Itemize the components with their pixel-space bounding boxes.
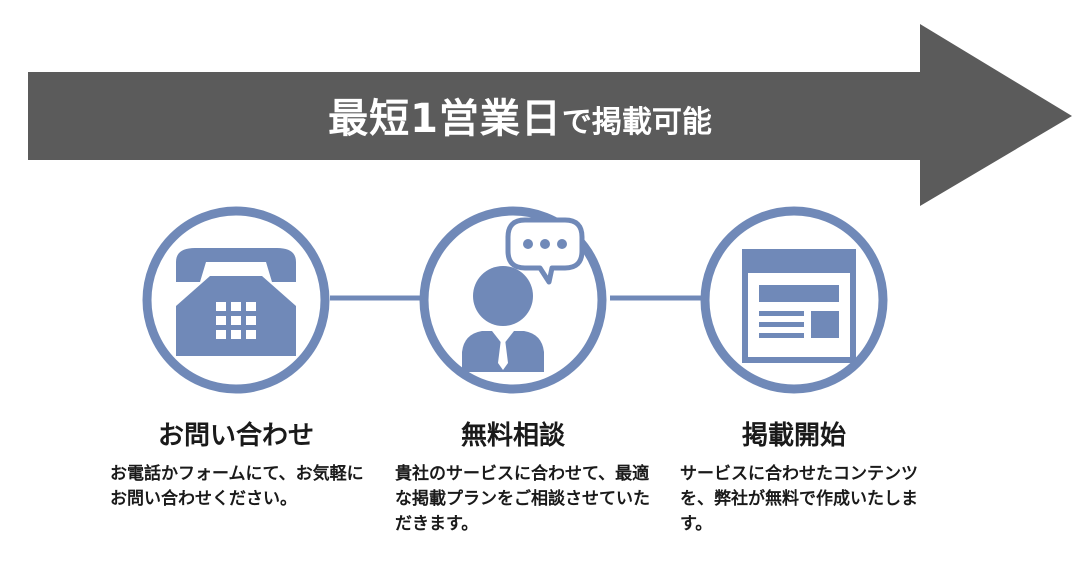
consultant-step-circle bbox=[419, 206, 607, 394]
webpage-icon bbox=[742, 249, 856, 363]
step-description-inquiry: お電話かフォームにて、お気軽にお問い合わせください。 bbox=[110, 464, 364, 509]
step-title-inquiry: お問い合わせ bbox=[157, 421, 314, 451]
consultant-icon bbox=[462, 266, 544, 372]
phone-icon bbox=[176, 248, 296, 356]
banner-arrow bbox=[28, 24, 1072, 206]
step-description-publication: サービスに合わせたコンテンツを、弊社が無料で作成いたします。 bbox=[680, 464, 918, 534]
banner-title: 最短1営業日 bbox=[328, 96, 562, 142]
banner-text: 最短1営業日で掲載可能 bbox=[0, 86, 1040, 144]
banner-subtitle: で掲載可能 bbox=[561, 105, 712, 140]
step-title-publication: 掲載開始 bbox=[741, 421, 846, 451]
step-description-consultation: 貴社のサービスに合わせて、最適な掲載プランをご相談させていただきます。 bbox=[395, 464, 650, 534]
webpage-step-circle bbox=[700, 206, 888, 394]
phone-step-circle bbox=[142, 206, 330, 394]
speech-bubble-icon bbox=[505, 217, 585, 285]
step-title-consultation: 無料相談 bbox=[460, 421, 565, 451]
